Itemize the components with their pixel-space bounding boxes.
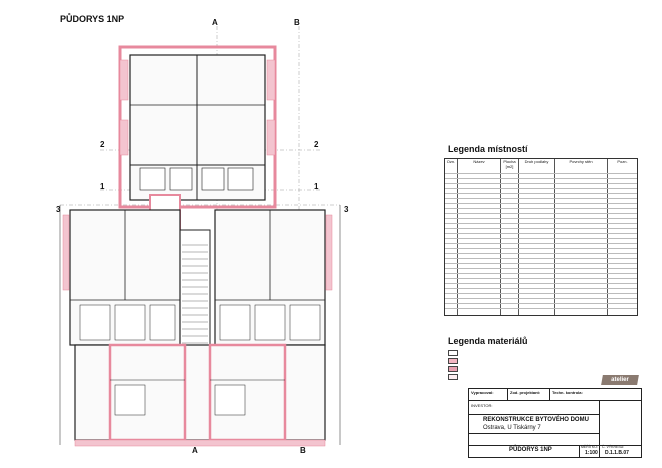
axis-number-3-right: 3 — [344, 205, 349, 214]
tb-project-title: REKONSTRUKCE BYTOVÉHO DOMU — [483, 417, 589, 423]
room-legend-row — [445, 183, 637, 184]
tb-location: Ostrava, U Tiskárny 7 — [483, 425, 541, 431]
axis-number-2-left: 2 — [100, 140, 105, 149]
room-legend-col-name: Název — [458, 159, 500, 174]
material-swatch-new — [448, 358, 458, 364]
tb-scale: 1:100 — [585, 450, 598, 456]
material-swatch-existing — [448, 350, 458, 356]
room-legend-row — [445, 198, 637, 199]
axis-number-1-right: 1 — [314, 182, 319, 191]
room-legend-row — [445, 298, 637, 299]
room-legend-col-floor: Druh podlahy — [519, 159, 554, 174]
tb-label-scale: MĚŘÍTKO: — [581, 445, 598, 449]
room-legend-row — [445, 283, 637, 284]
axis-number-1-left: 1 — [100, 182, 105, 191]
company-logo-text: atelier — [611, 377, 629, 383]
room-legend-col-area: Plocha [m2] — [501, 159, 518, 174]
section-mark-b-top: B — [294, 18, 300, 27]
room-legend-row — [445, 228, 637, 229]
room-legend-row — [445, 268, 637, 269]
axis-number-2-right: 2 — [314, 140, 319, 149]
tb-label-check: Techn. kontrola: — [552, 390, 583, 395]
room-legend-row — [445, 203, 637, 204]
tb-label-investor: INVESTOR: — [471, 403, 493, 408]
section-mark-a-bottom: A — [192, 446, 198, 455]
section-mark-a-top: A — [212, 18, 218, 27]
room-legend-row — [445, 273, 637, 274]
room-legend-row — [445, 263, 637, 264]
material-legend-row — [448, 374, 462, 380]
tb-drawing-name: PŮDORYS 1NP — [509, 447, 552, 453]
room-legend-row — [445, 278, 637, 279]
upper-wing — [118, 45, 277, 209]
section-mark-b-bottom: B — [300, 446, 306, 455]
room-legend-row — [445, 178, 637, 179]
bottom-wing — [74, 343, 326, 447]
tb-drawing-number: D.1.1.B.07 — [605, 450, 629, 456]
material-legend-title: Legenda materiálů — [448, 336, 528, 346]
outer-contours — [59, 205, 341, 445]
material-legend-row — [448, 366, 462, 372]
material-swatch-other — [448, 374, 458, 380]
room-legend-row — [445, 258, 637, 259]
room-legend-row — [445, 238, 637, 239]
company-logo: atelier — [601, 375, 639, 385]
title-block: Vypracoval: Zod. projektant: Techn. kont… — [468, 375, 642, 458]
room-legend-row — [445, 188, 637, 189]
room-legend-row — [445, 223, 637, 224]
tb-label-number: Č. VÝKRESU: — [602, 445, 625, 449]
room-legend-row — [445, 253, 637, 254]
room-legend-row — [445, 288, 637, 289]
room-legend-row — [445, 213, 637, 214]
room-legend-row — [445, 208, 637, 209]
drawing-title: PŮDORYS 1NP — [60, 14, 125, 24]
room-legend-col-walls: Povrchy stěn — [555, 159, 607, 174]
room-legend-table: Ozn. Název Plocha [m2] Druh podlahy Povr… — [444, 158, 638, 316]
room-legend-row — [445, 218, 637, 219]
room-legend-col-note: Pozn. — [608, 159, 637, 174]
material-swatch-demolition — [448, 366, 458, 372]
tb-label-responsible: Zod. projektant: — [510, 390, 541, 395]
room-legend-title: Legenda místností — [448, 144, 528, 154]
tb-label-author: Vypracoval: — [471, 390, 494, 395]
room-legend-row — [445, 293, 637, 294]
lower-left-block — [62, 209, 181, 346]
lower-right-block — [214, 209, 333, 346]
room-legend-row — [445, 233, 637, 234]
room-legend-row — [445, 303, 637, 304]
room-legend-row — [445, 248, 637, 249]
material-legend-row — [448, 350, 462, 356]
room-legend-row — [445, 173, 637, 174]
room-legend-col-id: Ozn. — [445, 159, 457, 174]
material-legend-row — [448, 358, 462, 364]
axis-number-3-left: 3 — [56, 205, 61, 214]
room-legend-row — [445, 308, 637, 309]
room-legend-row — [445, 243, 637, 244]
room-legend-row — [445, 193, 637, 194]
